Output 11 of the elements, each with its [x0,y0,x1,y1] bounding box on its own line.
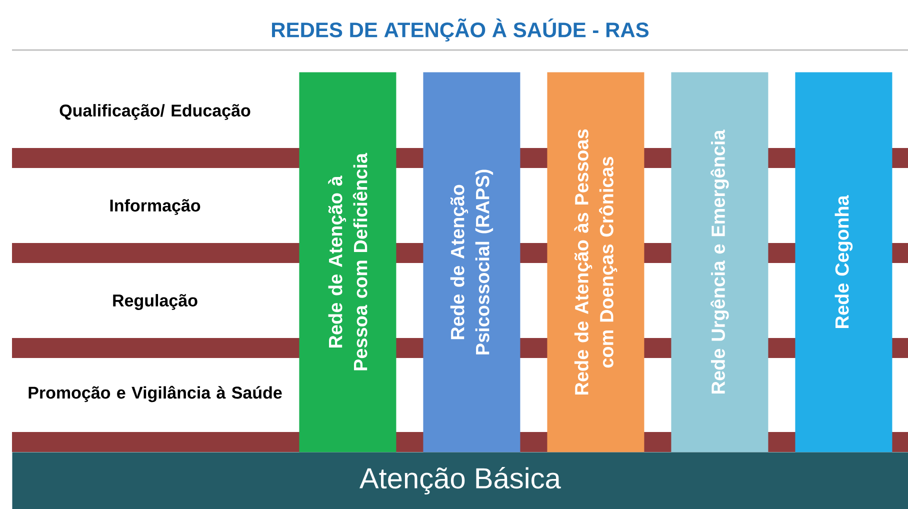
row-label: Informação [110,199,200,215]
network-column: Rede Urgência e Emergência [671,72,768,452]
network-column: Rede de Atenção à Pessoa com Deficiência [299,72,396,452]
row-label: Regulação [113,294,198,310]
row-label: Qualificação/ Educação [60,104,250,120]
base-band: Atenção Básica [12,452,908,509]
title: REDES DE ATENÇÃO À SAÚDE - RAS [272,18,649,42]
network-column: Rede Cegonha [795,72,892,452]
network-column: Rede de Atenção Psicossocial (RAPS) [423,72,520,452]
row-label: Promoção e Vigilância à Saúde [28,386,282,402]
network-column: Rede de Atenção às Pessoas com Doenças Crônicas [547,72,644,452]
